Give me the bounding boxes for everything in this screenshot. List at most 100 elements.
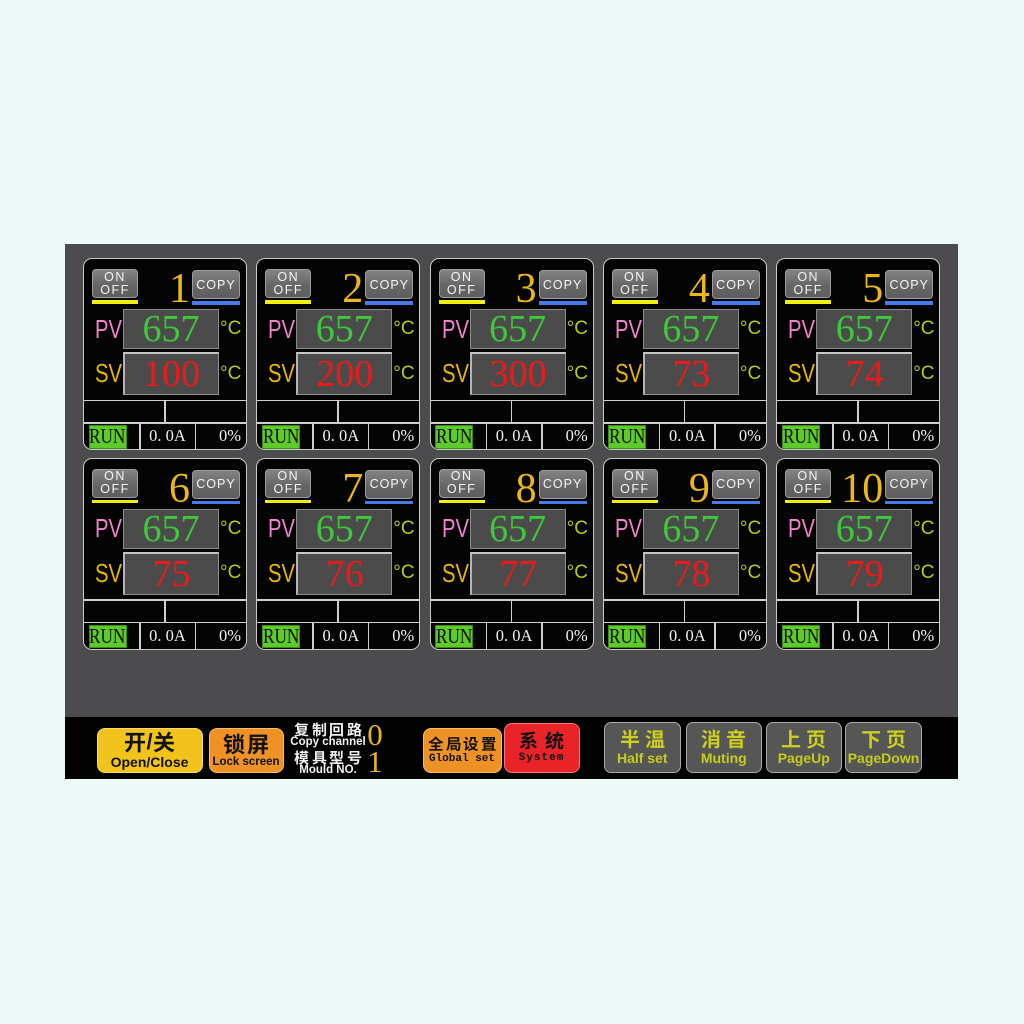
sv-value-display[interactable]: 78 (642, 551, 739, 595)
off-label: OFF (273, 482, 304, 496)
on-off-button[interactable]: ON OFF (265, 468, 312, 498)
global-set-label-zh (428, 735, 496, 752)
copy-underline (711, 301, 760, 305)
sv-value: 75 (152, 552, 191, 595)
sv-unit: °C (220, 362, 242, 384)
on-label: ON (624, 469, 646, 483)
copy-underline (365, 500, 414, 505)
sv-unit: °C (220, 562, 242, 583)
copy-button[interactable]: COPY (885, 469, 934, 499)
copy-button[interactable]: COPY (365, 469, 414, 499)
current-amps-value: 0. 0A (842, 625, 880, 645)
sv-value: 74 (845, 353, 884, 395)
on-off-button[interactable]: ON OFF (92, 269, 138, 298)
channel-number: 8 (515, 465, 537, 512)
channel-number: 4 (688, 266, 710, 312)
copy-underline (538, 301, 587, 305)
current-amps-value: 0. 0A (322, 625, 360, 645)
pv-value-display: 657 (469, 508, 566, 550)
sv-unit: °C (566, 362, 588, 384)
pv-value-display: 657 (642, 507, 739, 550)
copy-label: COPY (889, 277, 929, 292)
copy-button[interactable]: COPY (885, 270, 934, 299)
sv-unit: °C (393, 362, 415, 384)
pv-unit: °C (739, 318, 762, 339)
open-close-button[interactable]: / Open/Close (96, 728, 203, 773)
sv-unit: °C (739, 362, 762, 384)
sv-label: SV (788, 358, 816, 388)
pv-unit: °C (913, 318, 935, 339)
mould-no-value: 1 (367, 743, 383, 779)
on-off-button[interactable]: ON OFF (438, 269, 485, 298)
pv-value-display: 657 (469, 308, 566, 350)
sv-unit: °C (913, 562, 935, 583)
current-amps-value: 0. 0A (495, 426, 533, 445)
copy-underline (885, 500, 934, 505)
sv-value-display[interactable]: 75 (123, 551, 219, 595)
copy-channel-label-zh (289, 721, 367, 737)
sv-value-display[interactable]: 76 (296, 551, 393, 595)
channel-card: ON OFF 8 COPY PV 657 °C SV 77 °C RUN 0. … (429, 457, 594, 650)
on-off-button[interactable]: ON OFF (785, 269, 832, 298)
on-off-button[interactable]: ON OFF (611, 468, 658, 498)
sv-label: SV (441, 358, 469, 388)
sv-label: SV (788, 557, 816, 588)
channel-number: 6 (169, 465, 190, 512)
channel-number: 10 (841, 465, 884, 512)
run-status-badge: RUN (88, 623, 127, 648)
sv-unit: °C (393, 562, 415, 583)
page-up-button[interactable]: PageUp (766, 722, 842, 773)
run-status-badge: RUN (435, 623, 474, 648)
off-label: OFF (793, 282, 823, 297)
on-label: ON (797, 269, 820, 284)
channel-number: 9 (688, 465, 710, 512)
off-label: OFF (793, 482, 823, 496)
copy-label: COPY (889, 477, 929, 491)
system-button[interactable]: System (503, 722, 580, 773)
copy-channel-mould-values: 0 1 (363, 719, 387, 779)
half-set-label-en: Half set (616, 749, 668, 766)
pv-value: 657 (142, 308, 200, 350)
muting-button[interactable]: Muting (685, 722, 762, 773)
half-set-button[interactable]: Half set (603, 722, 681, 773)
divider-line (603, 621, 766, 623)
off-label: OFF (100, 282, 130, 297)
half-set-label-zh (620, 729, 665, 749)
copy-button[interactable]: COPY (538, 469, 587, 499)
copy-button[interactable]: COPY (192, 270, 240, 299)
lock-screen-label-en: Lock screen (212, 755, 280, 768)
global-set-button[interactable]: Global set (422, 728, 502, 773)
copy-button[interactable]: COPY (365, 270, 414, 299)
lock-screen-button[interactable]: Lock screen (208, 728, 284, 773)
divider-line (164, 599, 166, 622)
current-amps-value: 0. 0A (669, 625, 706, 645)
system-label-zh (519, 731, 564, 750)
sv-value-display[interactable]: 100 (123, 352, 219, 395)
on-off-button[interactable]: ON OFF (611, 269, 658, 298)
sv-value-display[interactable]: 74 (816, 352, 913, 395)
pv-label: PV (441, 513, 469, 543)
sv-value-display[interactable]: 300 (469, 352, 566, 395)
sv-value-display[interactable]: 79 (816, 551, 913, 595)
copy-button[interactable]: COPY (711, 270, 760, 299)
on-off-button[interactable]: ON OFF (265, 269, 312, 298)
copy-button[interactable]: COPY (538, 270, 587, 299)
copy-button[interactable]: COPY (192, 469, 240, 499)
run-status-badge: RUN (781, 623, 820, 648)
copy-button[interactable]: COPY (711, 469, 760, 499)
copy-label: COPY (369, 477, 410, 491)
pv-value: 657 (662, 507, 720, 550)
system-label-en: System (518, 752, 565, 765)
on-off-button[interactable]: ON OFF (785, 468, 832, 498)
page-down-button[interactable]: PageDown (845, 722, 922, 773)
on-off-button[interactable]: ON OFF (92, 468, 138, 498)
channel-card: ON OFF 7 COPY PV 657 °C SV 76 °C RUN 0. … (256, 457, 421, 650)
pv-value-display: 657 (816, 308, 913, 350)
sv-value-display[interactable]: 77 (469, 551, 566, 595)
sv-value-display[interactable]: 73 (642, 352, 739, 395)
channel-grid: ON OFF 1 COPY PV 657 °C SV 100 °C RUN 0.… (83, 258, 941, 650)
on-off-button[interactable]: ON OFF (438, 468, 485, 498)
sv-value-display[interactable]: 200 (296, 352, 393, 395)
channel-number: 7 (342, 465, 364, 512)
mould-no-label-en: Mould NO. (299, 764, 357, 776)
